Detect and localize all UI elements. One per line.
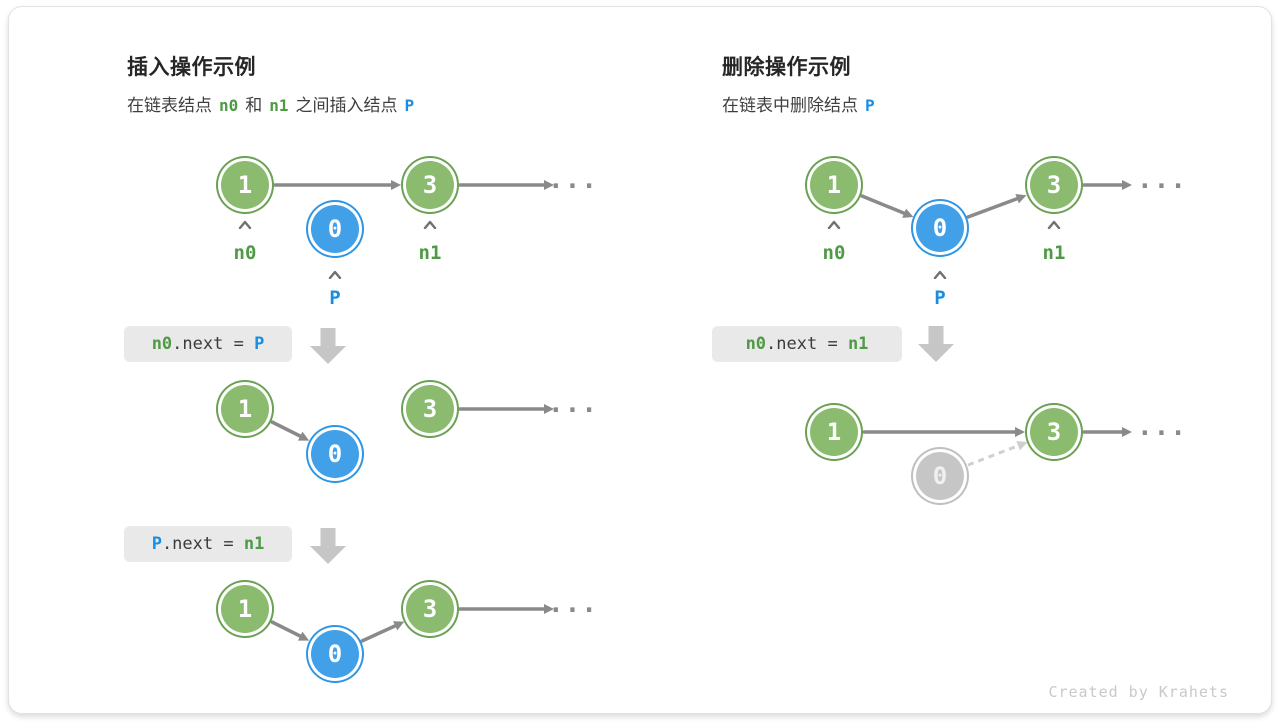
list-node: 3 <box>1030 161 1078 209</box>
up-caret-icon <box>238 220 252 229</box>
code-box: n0.next = n1 <box>712 326 902 362</box>
token-n1: n1 <box>269 96 289 115</box>
list-node: 1 <box>221 161 269 209</box>
up-caret-icon <box>423 220 437 229</box>
token-p: P <box>404 96 415 115</box>
list-node-p: 0 <box>311 630 359 678</box>
ellipsis: ... <box>548 589 598 619</box>
code-mid: .next = <box>766 334 848 354</box>
code-box: n0.next = P <box>124 326 292 362</box>
list-node: 1 <box>221 385 269 433</box>
code-rhs: n1 <box>243 534 265 554</box>
code-lhs: n0 <box>151 334 173 354</box>
arrow-p-to-3 <box>360 621 405 643</box>
removed-node: 0 <box>916 452 964 500</box>
dashed-arrow-removed-to-3 <box>967 441 1028 467</box>
token-p: P <box>865 96 875 115</box>
list-node-p: 0 <box>916 204 964 252</box>
list-node: 3 <box>406 585 454 633</box>
node-label-n1: n1 <box>1042 242 1066 264</box>
code-rhs: n1 <box>847 334 869 354</box>
arrow-1-to-p <box>270 420 310 441</box>
insert-panel-title: 插入操作示例 <box>127 56 256 79</box>
code-lhs: P <box>151 534 162 554</box>
node-label-p: P <box>329 287 341 309</box>
up-caret-icon <box>933 270 947 279</box>
ellipsis: ... <box>1137 165 1187 195</box>
up-caret-icon <box>328 270 342 279</box>
up-caret-icon <box>827 220 841 229</box>
down-block-arrow-icon <box>310 528 346 564</box>
subtitle-text: 在链表中删除结点 <box>722 96 858 115</box>
list-node: 1 <box>810 408 858 456</box>
subtitle-text: 和 <box>245 96 263 115</box>
node-label-n0: n0 <box>822 242 846 264</box>
code-mid: .next = <box>161 534 244 554</box>
arrow-1-to-p <box>270 620 310 641</box>
down-block-arrow-icon <box>918 326 954 362</box>
list-node-p: 0 <box>311 430 359 478</box>
node-label-n1: n1 <box>418 242 442 264</box>
list-node: 3 <box>406 385 454 433</box>
code-lhs: n0 <box>745 334 767 354</box>
list-node: 3 <box>406 161 454 209</box>
delete-panel-subtitle: 在链表中删除结点 P <box>722 91 882 116</box>
list-node: 1 <box>221 585 269 633</box>
credit-text: Created by Krahets <box>1048 683 1229 701</box>
delete-panel-title: 删除操作示例 <box>722 56 851 79</box>
code-box: P.next = n1 <box>124 526 292 562</box>
ellipsis: ... <box>548 165 598 195</box>
subtitle-text: 之间插入结点 <box>295 96 398 115</box>
up-caret-icon <box>1047 220 1061 229</box>
subtitle-text: 在链表结点 <box>127 96 212 115</box>
code-mid: .next = <box>172 334 255 354</box>
insert-panel-subtitle: 在链表结点 n0 和 n1 之间插入结点 P <box>127 91 421 116</box>
node-label-n0: n0 <box>233 242 257 264</box>
code-rhs: P <box>254 334 265 354</box>
down-block-arrow-icon <box>310 328 346 364</box>
ellipsis: ... <box>548 389 598 419</box>
node-label-p: P <box>934 287 946 309</box>
token-n0: n0 <box>219 96 239 115</box>
arrow-1-to-p <box>860 194 914 218</box>
list-node-p: 0 <box>311 205 359 253</box>
list-node: 1 <box>810 161 858 209</box>
list-node: 3 <box>1030 408 1078 456</box>
arrow-p-to-3 <box>966 194 1027 219</box>
ellipsis: ... <box>1137 412 1187 442</box>
